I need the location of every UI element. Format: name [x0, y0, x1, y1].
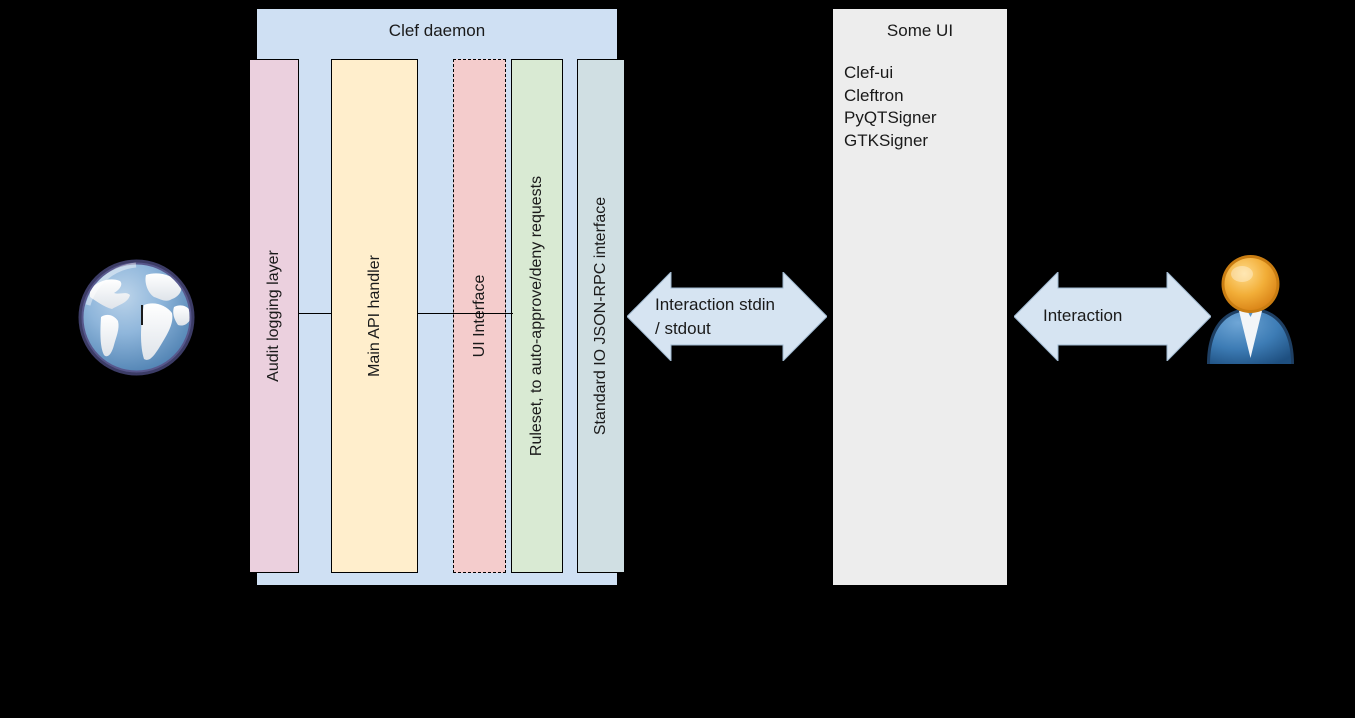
some-ui-title: Some UI	[886, 21, 954, 40]
column-label-ruleset: Ruleset, to auto-approve/deny requests	[528, 175, 545, 457]
clef-daemon-title: Clef daemon	[388, 21, 486, 40]
list-item: Cleftron	[844, 85, 904, 105]
column-standard-io-jsonrpc: Standard IO JSON-RPC interface	[577, 59, 625, 573]
some-ui-list: Clef-ui Cleftron PyQTSigner GTKSigner	[844, 62, 937, 152]
arrow-interaction-stdio-label: Interaction stdin / stdout	[655, 293, 775, 341]
column-audit-logging-layer: Audit logging layer	[249, 59, 299, 573]
arrow-stdio-line-2: / stdout	[655, 319, 711, 338]
connector-line-audit-to-api	[298, 313, 332, 314]
some-ui-container: Some UI Clef-ui Cleftron PyQTSigner GTKS…	[832, 8, 1008, 586]
list-item: GTKSigner	[844, 130, 929, 150]
connector-line-api-to-ruleset	[417, 313, 513, 314]
list-item: Clef-ui	[844, 63, 894, 82]
column-label-main-api-handler: Main API handler	[365, 255, 383, 377]
column-label-audit-logging-layer: Audit logging layer	[265, 250, 282, 382]
arrow-interaction-user: Interaction	[1014, 272, 1211, 361]
column-label-standard-io-jsonrpc: Standard IO JSON-RPC interface	[592, 196, 609, 436]
column-label-ui-interface: UI Interface	[470, 274, 488, 358]
arrow-interaction-stdio: Interaction stdin / stdout	[627, 272, 827, 361]
clef-daemon-container: Clef daemon	[256, 8, 618, 586]
column-ruleset: Ruleset, to auto-approve/deny requests	[511, 59, 563, 573]
column-main-api-handler: Main API handler	[331, 59, 418, 573]
column-ui-interface: UI Interface	[453, 59, 506, 573]
arrow-stdio-line-1: Interaction stdin	[655, 295, 776, 314]
globe-icon	[74, 255, 199, 380]
user-icon	[1199, 254, 1302, 364]
list-item: PyQTSigner	[844, 108, 937, 127]
arrow-interaction-user-label: Interaction	[1043, 306, 1123, 325]
